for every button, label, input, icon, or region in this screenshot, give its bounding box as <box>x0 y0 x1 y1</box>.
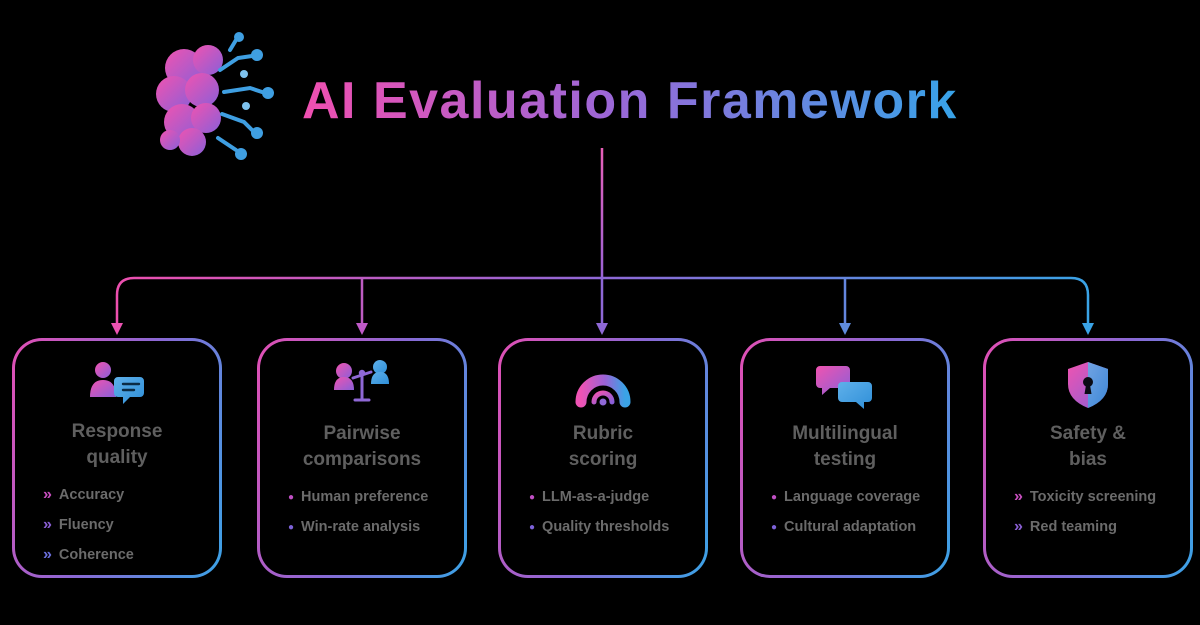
scale-compare-icon <box>274 360 450 409</box>
chat-bubbles-icon <box>757 361 933 409</box>
bullet-text: Red teaming <box>1029 519 1117 535</box>
card-title: Response quality <box>29 419 205 471</box>
bullet-item: » Accuracy <box>43 487 205 517</box>
bullet-text: Human preference <box>301 489 429 505</box>
bullet-item: ● Quality thresholds <box>529 519 691 549</box>
dot-bullet-icon: ● <box>529 522 536 533</box>
card-title-line: Multilingual <box>792 423 898 444</box>
card-title-line: quality <box>86 447 148 468</box>
card-title-line: Safety & <box>1049 423 1127 444</box>
bullet-text: Toxicity screening <box>1029 489 1157 505</box>
card-title-line: testing <box>813 449 877 470</box>
card-bullet-list: ● Language coverage ● Cultural adaptation <box>757 489 933 549</box>
bullet-text: Cultural adaptation <box>784 519 917 535</box>
card-title: Multilingual testing <box>757 421 933 473</box>
chevron-bullet-icon: » <box>43 486 52 503</box>
card-title-line: Pairwise <box>323 423 401 444</box>
card-rubric-scoring: Rubric scoring ● LLM-as-a-judge ● Quality th… <box>498 338 708 578</box>
card-multilingual-testing: Multilingual testing ● Language coverage ● C… <box>740 338 950 578</box>
bullet-text: Language coverage <box>784 489 921 505</box>
card-title-line: scoring <box>568 449 638 470</box>
bullet-item: ● LLM-as-a-judge <box>529 489 691 519</box>
chevron-bullet-icon: » <box>43 546 52 563</box>
card-bullet-list: ● LLM-as-a-judge ● Quality thresholds <box>515 489 691 549</box>
card-title-line: Response <box>71 421 163 442</box>
card-safety-bias: Safety & bias » Toxicity screening » Red tea… <box>983 338 1193 578</box>
card-title: Safety & bias <box>1000 421 1176 473</box>
card-bullet-list: » Accuracy » Fluency » Coherence <box>29 487 205 577</box>
chevron-bullet-icon: » <box>43 516 52 533</box>
chevron-bullet-icon: » <box>1014 518 1023 535</box>
dot-bullet-icon: ● <box>771 522 778 533</box>
card-title: Rubric scoring <box>515 421 691 473</box>
bullet-item: ● Cultural adaptation <box>771 519 933 549</box>
header: AI Evaluation Framework <box>140 28 958 174</box>
bullet-text: Win-rate analysis <box>301 519 421 535</box>
chevron-bullet-icon: » <box>1014 488 1023 505</box>
bullet-text: Accuracy <box>58 487 125 503</box>
bullet-item: » Toxicity screening <box>1014 489 1176 519</box>
card-bullet-list: ● Human preference ● Win-rate analysis <box>274 489 450 549</box>
user-chat-icon <box>29 361 205 407</box>
bullet-item: ● Language coverage <box>771 489 933 519</box>
bullet-item: ● Human preference <box>288 489 450 519</box>
bullet-item: » Red teaming <box>1014 519 1176 549</box>
bullet-item: ● Win-rate analysis <box>288 519 450 549</box>
card-pairwise-comparisons: Pairwise comparisons ● Human preference ● Wi… <box>257 338 467 578</box>
page-title: AI Evaluation Framework <box>302 72 958 130</box>
bullet-item: » Fluency <box>43 517 205 547</box>
card-bullet-list: » Toxicity screening » Red teaming <box>1000 489 1176 549</box>
card-title-line: comparisons <box>302 449 422 470</box>
bullet-text: LLM-as-a-judge <box>542 489 650 505</box>
gauge-icon <box>515 361 691 409</box>
card-response-quality: Response quality » Accuracy » Fluency » Cohere… <box>12 338 222 578</box>
dot-bullet-icon: ● <box>288 522 295 533</box>
dot-bullet-icon: ● <box>771 492 778 503</box>
bullet-text: Quality thresholds <box>542 519 670 535</box>
shield-icon <box>1000 361 1176 409</box>
card-title-line: bias <box>1068 449 1108 470</box>
brain-circuit-icon <box>156 32 274 160</box>
bullet-text: Coherence <box>58 547 134 563</box>
dot-bullet-icon: ● <box>288 492 295 503</box>
card-title: Pairwise comparisons <box>274 421 450 473</box>
bullet-text: Fluency <box>58 517 114 533</box>
card-title-line: Rubric <box>572 423 634 444</box>
bullet-item: » Coherence <box>43 547 205 577</box>
arrowhead-icons <box>111 323 1094 335</box>
dot-bullet-icon: ● <box>529 492 536 503</box>
